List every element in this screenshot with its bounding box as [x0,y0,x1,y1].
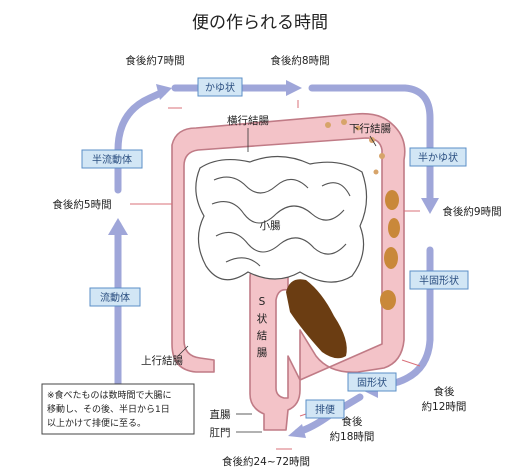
organ-label-descending: 下行結腸 [349,122,391,135]
stage-box-stool: 排便 [306,400,344,418]
note-box: ※食べたものは数時間で大腸に 移動し、その後、半日から1日 以上かけて排便に至る… [42,384,194,434]
time-label-18h-a: 食後 [342,415,363,428]
organ-label-small-intestine: 小腸 [260,220,281,232]
organ-label-transverse: 横行結腸 [227,114,269,127]
small-intestine [196,156,367,282]
sigmoid-stool [286,279,347,358]
svg-text:半かゆ状: 半かゆ状 [418,151,458,164]
stage-box-solid: 固形状 [348,373,396,391]
time-label-12h-b: 約12時間 [422,400,467,413]
svg-text:流動体: 流動体 [100,291,130,304]
organ-label-sigmoid-2: 状 [257,312,268,325]
stage-box-paste: かゆ状 [198,78,242,96]
organ-label-sigmoid-3: 結 [257,329,268,342]
arrowhead-down-1 [421,198,439,214]
note-line-2: 移動し、その後、半日から1日 [47,403,170,415]
organ-label-anus: 肛門 [210,427,231,439]
organ-label-ascending: 上行結腸 [141,354,183,367]
time-label-5h: 食後約5時間 [52,198,111,211]
time-label-12h-a: 食後 [434,385,455,398]
note-line-1: ※食べたものは数時間で大腸に [47,389,172,401]
arrowhead-right-1 [286,80,302,96]
time-label-24-72h: 食後約24~72時間 [222,455,310,468]
svg-text:半流動体: 半流動体 [92,153,132,166]
svg-text:排便: 排便 [315,403,335,416]
svg-text:半固形状: 半固形状 [419,274,459,287]
organ-label-sigmoid-1: S [259,296,266,308]
organ-label-sigmoid-4: 腸 [257,347,268,359]
time-label-8h: 食後約8時間 [270,54,329,67]
arrowhead-up-1 [108,218,128,235]
time-label-18h-b: 約18時間 [330,430,375,443]
stage-box-semi-fluid: 半流動体 [82,150,142,168]
time-label-7h: 食後約7時間 [125,54,184,67]
stage-box-semi-solid: 半固形状 [410,271,468,289]
diagram-title: 便の作られる時間 [192,13,328,33]
note-line-3: 以上かけて排便に至る。 [47,417,146,429]
svg-text:かゆ状: かゆ状 [205,81,235,94]
svg-text:固形状: 固形状 [357,376,387,389]
stage-box-semi-paste: 半かゆ状 [410,148,466,166]
organ-label-rectum: 直腸 [210,408,231,421]
flow-arrow-up-left [118,92,163,190]
stage-box-fluid: 流動体 [90,288,140,306]
time-label-9h: 食後約9時間 [442,205,501,218]
arrowhead-down-left [288,424,306,438]
